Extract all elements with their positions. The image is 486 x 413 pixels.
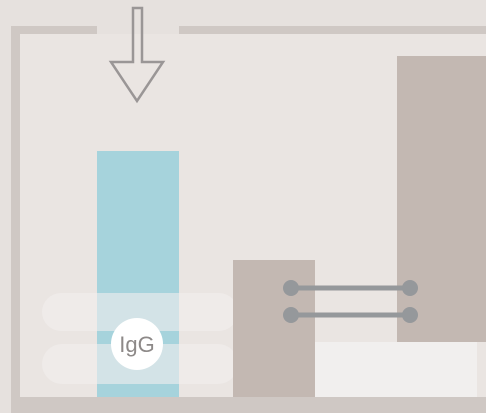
right-block xyxy=(397,56,486,342)
right-floor-ledge xyxy=(315,342,477,397)
connector-node-top-left xyxy=(283,280,299,296)
frame-left-wall xyxy=(11,26,20,410)
igg-badge: IgG xyxy=(111,318,163,370)
igg-badge-label: IgG xyxy=(119,332,154,357)
connector-node-bottom-left xyxy=(283,307,299,323)
frame-top-wall-left xyxy=(11,26,97,34)
frame-top-wall-right xyxy=(179,26,486,34)
center-block xyxy=(233,260,315,397)
frame-bottom-wall xyxy=(11,397,486,413)
connector-node-top-right xyxy=(402,280,418,296)
connector-node-bottom-right xyxy=(402,307,418,323)
